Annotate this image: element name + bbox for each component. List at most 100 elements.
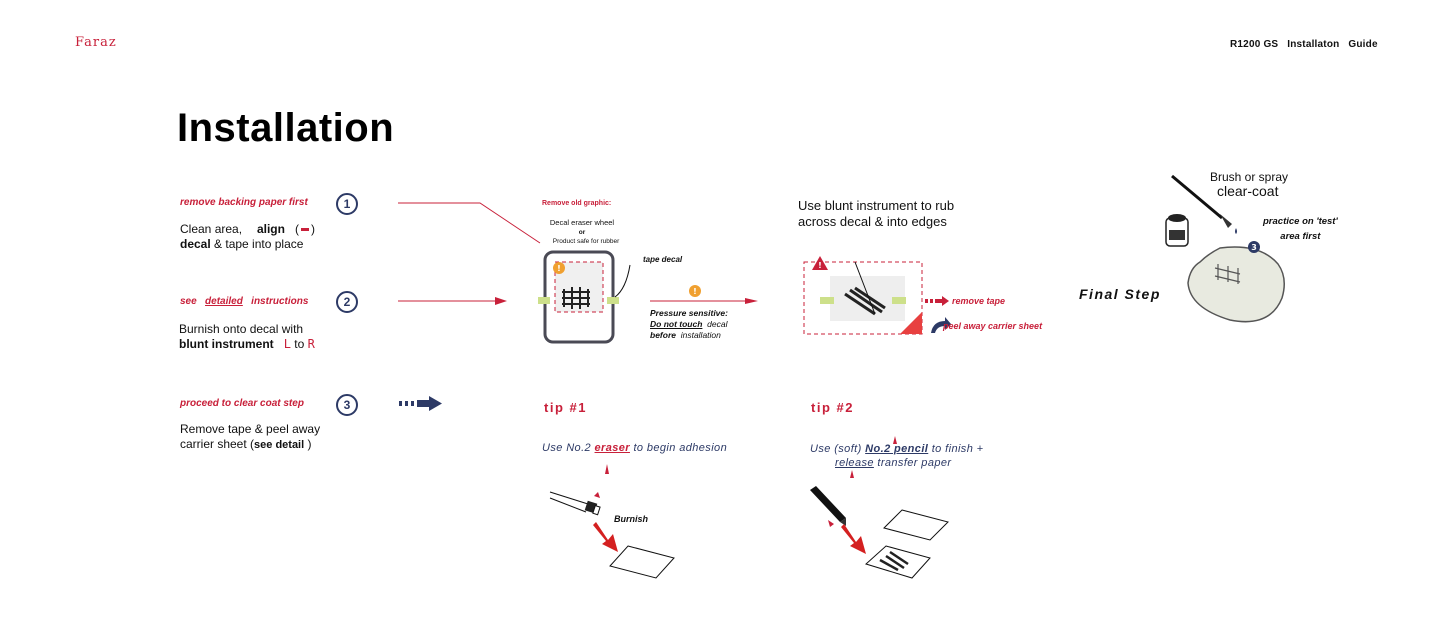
- tip1-text: Use No.2 eraser to begin adhesion: [542, 442, 727, 454]
- step2-see: see: [180, 296, 197, 307]
- pencil-2: [810, 486, 846, 522]
- burnish-label: Burnish: [614, 514, 649, 524]
- clear-coat-label: clear-coat: [1217, 183, 1279, 199]
- step2-blunt: blunt instrument: [179, 337, 274, 351]
- tape-right-b: [892, 297, 906, 304]
- or-label: or: [578, 229, 586, 236]
- step3-dash-1: [399, 401, 402, 406]
- step3-dash-3: [411, 401, 414, 406]
- step2-instructions: instructions: [251, 296, 309, 307]
- brush-tip: [1220, 214, 1232, 228]
- remove-tape-arrow: [925, 296, 951, 333]
- guide-header: R1200 GS Installaton Guide: [1230, 39, 1378, 50]
- step3-arrow-body: [417, 400, 431, 407]
- step2-L: L: [283, 337, 291, 351]
- svg-text:!: !: [818, 261, 822, 270]
- tip2-text-e: transfer paper: [877, 457, 952, 469]
- step3-line1: Remove tape & peel away: [180, 422, 321, 436]
- tip1-text-a: Use No.2: [542, 442, 592, 454]
- step1-paren-open: (: [295, 222, 299, 236]
- tip1-text-c: to begin adhesion: [633, 442, 728, 454]
- step3-heading: proceed to clear coat step: [180, 398, 304, 409]
- tip2-text-a: Use (soft): [810, 443, 862, 455]
- remove-old-label: Remove old graphic:: [542, 200, 612, 207]
- decal-word: decal: [707, 319, 728, 329]
- tip1-diagram: [549, 464, 675, 579]
- pressure-note: Pressure sensitive: Do not touch decal b…: [650, 308, 728, 341]
- instrument-line: [854, 261, 876, 315]
- tip2-sheet: [865, 545, 931, 579]
- tip2-diagram: [810, 436, 949, 579]
- tip2-label: tip #2: [811, 400, 854, 415]
- warning-icon-red: [812, 256, 828, 270]
- final-step-label: Final Step: [1079, 286, 1161, 302]
- pencil-2-tip: [840, 518, 846, 526]
- guide-word: Guide: [1348, 39, 1378, 50]
- warning-icon: [553, 262, 565, 274]
- part-shape: [1187, 246, 1285, 323]
- tip2-pencil: No.2 pencil: [865, 443, 929, 455]
- step3-arrowhead: [429, 396, 442, 411]
- step2-detailed-link[interactable]: detailed: [205, 296, 243, 307]
- tip2-text-c: to finish +: [931, 443, 984, 455]
- page-title: Installation: [177, 106, 395, 150]
- guide-label: Installaton: [1287, 39, 1340, 50]
- step2-R: R: [307, 337, 315, 351]
- final-badge: [1248, 241, 1260, 253]
- step3-line2c: ): [307, 437, 312, 451]
- peel-corner: [900, 312, 922, 334]
- model-label: R1200 GS: [1230, 39, 1279, 50]
- svg-text:!: !: [557, 264, 561, 273]
- step1-line1a: Clean area,: [180, 222, 243, 236]
- peel-arrow-icon: [931, 317, 951, 333]
- step3-number: 3: [336, 394, 358, 416]
- do-not-touch: Do not touch: [650, 319, 703, 329]
- drop-icon: [1235, 228, 1237, 234]
- tape-left: [538, 297, 550, 304]
- installation-word: installation: [680, 330, 721, 340]
- tip1-marker: [594, 492, 600, 498]
- tip2-arrow: [841, 524, 866, 554]
- tip1-sheet: [609, 545, 675, 579]
- decal-diagram: !: [538, 250, 631, 344]
- step2-number: 2: [336, 291, 358, 313]
- tip2-rubbing: [879, 550, 909, 572]
- tip2-release: release: [835, 457, 874, 469]
- step3-dash-2: [405, 401, 408, 406]
- minus-icon: [301, 228, 309, 232]
- step2-heading: see detailed instructions: [180, 296, 308, 307]
- rub-diagram: !: [803, 256, 923, 335]
- pressure-title: Pressure sensitive:: [650, 308, 728, 318]
- svg-text:!: !: [693, 287, 697, 296]
- tip2-text: Use (soft) No.2 pencil to finish + relea…: [810, 442, 984, 470]
- brush-handle: [1171, 174, 1223, 220]
- tip2-marker-up: [850, 470, 854, 478]
- tape-left-b: [820, 297, 834, 304]
- practice-note: practice on 'test' area first: [1263, 214, 1338, 244]
- warning-icon-small: [689, 285, 701, 297]
- step1-heading: remove backing paper first: [180, 197, 308, 208]
- step1-paren-close: ): [311, 222, 315, 236]
- step1-connector-line: [398, 202, 541, 244]
- eraser-wheel-label: Decal eraser wheel: [549, 218, 615, 227]
- brand-logo: Faraz: [75, 35, 117, 50]
- tape-pointer: [614, 264, 631, 298]
- step1-text: Clean area, align () decal & tape into p…: [180, 222, 315, 252]
- step3-see-detail[interactable]: see detail: [254, 439, 305, 451]
- middle-arrowhead: [745, 298, 758, 304]
- tip1-eraser: eraser: [594, 442, 630, 454]
- tip2-marker-top: [893, 436, 897, 444]
- step2-text: Burnish onto decal with blunt instrument…: [179, 322, 315, 352]
- step2-line1: Burnish onto decal with: [179, 322, 304, 336]
- rub-line1: Use blunt instrument to rub: [798, 198, 955, 213]
- tip1-label: tip #1: [544, 400, 587, 415]
- before-word: before: [650, 330, 676, 340]
- transfer-paper: [883, 509, 949, 541]
- burnish-arrow: [593, 522, 618, 552]
- step1-decal: decal: [180, 237, 211, 251]
- decal-graphic: [562, 287, 590, 309]
- step3-text: Remove tape & peel away carrier sheet (s…: [180, 422, 320, 453]
- final-diagram: 3: [1165, 174, 1285, 323]
- pencil-body: [549, 497, 587, 513]
